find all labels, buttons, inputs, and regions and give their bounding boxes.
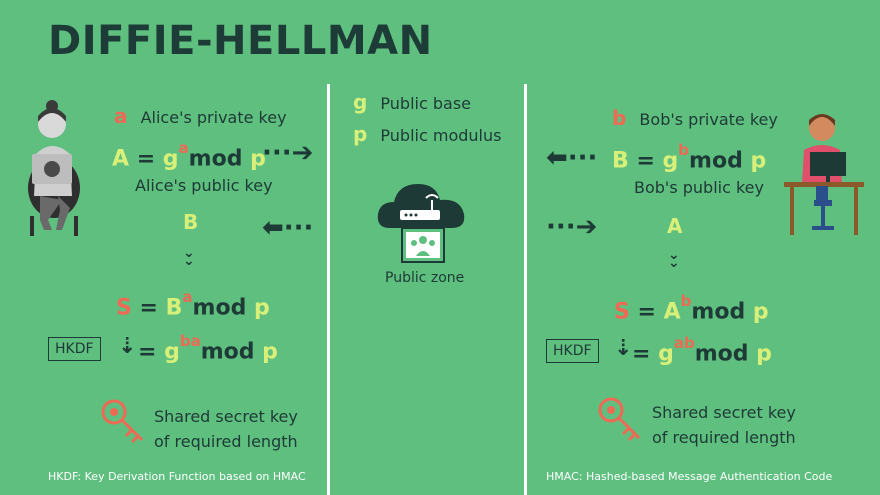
page-title: DIFFIE-HELLMAN: [48, 18, 433, 64]
alice-shared-equation: S = Bamod p: [116, 288, 270, 321]
bob-public-equation: B = gbmod p: [612, 141, 767, 174]
divider-right: [524, 84, 527, 495]
bob-private-key: b Bob's private key: [612, 106, 778, 130]
cloud-network-icon: [377, 184, 465, 263]
alice-private-key: a Alice's private key: [114, 104, 287, 128]
bob-private-letter: b: [612, 106, 627, 130]
eq-base: g: [162, 146, 179, 172]
arrow-down-icon: ⇣: [614, 336, 633, 361]
public-modulus-letter: p: [353, 122, 368, 146]
eq-modulus: p: [254, 295, 270, 321]
chevron-down-icon: ⌄⌄: [668, 247, 680, 271]
eq-exponent: ba: [179, 332, 201, 350]
alice-public-equation: A = gamod p: [112, 139, 266, 172]
eq-base: A: [663, 299, 681, 325]
eq-lhs: A: [112, 146, 130, 172]
eq-modulus: p: [250, 146, 266, 172]
alice-received-key: B: [183, 210, 199, 234]
bob-secret-text: Shared secret key of required length: [652, 400, 796, 450]
alice-private-letter: a: [114, 104, 128, 128]
bob-hkdf-box: HKDF: [546, 339, 599, 363]
eq-exponent: a: [182, 288, 193, 306]
eq-exponent: b: [678, 141, 690, 159]
bob-result-equation: = gabmod p: [632, 334, 772, 367]
public-base: g Public base: [353, 90, 471, 114]
public-zone-label: Public zone: [385, 270, 465, 286]
bob-public-label: Bob's public key: [634, 178, 764, 197]
eq-base: g: [164, 339, 180, 365]
eq-base: g: [662, 148, 679, 174]
eq-mod: mod: [200, 339, 255, 365]
secret-line-2: of required length: [652, 428, 796, 447]
arrow-right-icon: ···➔: [546, 212, 598, 242]
key-icon: [598, 397, 641, 442]
eq-exponent: ab: [673, 334, 695, 352]
bob-private-label: Bob's private key: [639, 110, 778, 129]
eq-lhs: S: [614, 299, 630, 325]
key-icon: [101, 399, 144, 444]
arrow-left-icon: ⬅···: [546, 143, 598, 173]
arrow-right-icon: ···➔: [262, 138, 314, 168]
eq-modulus: p: [262, 339, 278, 365]
bob-avatar-icon: [784, 114, 864, 235]
eq-mod: mod: [689, 148, 743, 174]
alice-avatar-icon: [28, 100, 80, 236]
public-base-label: Public base: [380, 94, 471, 113]
eq-mod: mod: [694, 341, 749, 367]
public-modulus-label: Public modulus: [380, 126, 502, 145]
bob-received-key: A: [667, 214, 683, 238]
eq-mod: mod: [188, 146, 243, 172]
eq-lhs: B: [612, 148, 629, 174]
alice-result-equation: = gbamod p: [138, 332, 278, 365]
eq-exponent: a: [178, 139, 189, 157]
eq-modulus: p: [756, 341, 772, 367]
eq-lhs: S: [116, 295, 132, 321]
alice-footnote: HKDF: Key Derivation Function based on H…: [48, 470, 306, 483]
eq-mod: mod: [691, 299, 746, 325]
eq-base: g: [658, 341, 674, 367]
eq-exponent: b: [680, 292, 692, 310]
alice-hkdf-box: HKDF: [48, 337, 101, 361]
alice-private-label: Alice's private key: [140, 108, 287, 127]
eq-modulus: p: [752, 299, 769, 325]
eq-modulus: p: [750, 148, 767, 174]
secret-line-1: Shared secret key: [154, 407, 298, 426]
public-base-letter: g: [353, 90, 368, 114]
public-modulus: p Public modulus: [353, 122, 501, 146]
bob-shared-equation: S = Abmod p: [614, 292, 769, 325]
divider-left: [327, 84, 330, 495]
secret-line-1: Shared secret key: [652, 403, 796, 422]
eq-mod: mod: [192, 295, 247, 321]
arrow-down-icon: ⇣: [118, 334, 137, 359]
alice-public-label: Alice's public key: [135, 176, 273, 195]
eq-base: B: [165, 295, 183, 321]
bob-footnote: HMAC: Hashed-based Message Authenticatio…: [546, 470, 833, 483]
arrow-left-icon: ⬅···: [262, 213, 314, 243]
secret-line-2: of required length: [154, 432, 298, 451]
chevron-down-icon: ⌄⌄: [183, 245, 195, 269]
alice-secret-text: Shared secret key of required length: [154, 404, 298, 454]
